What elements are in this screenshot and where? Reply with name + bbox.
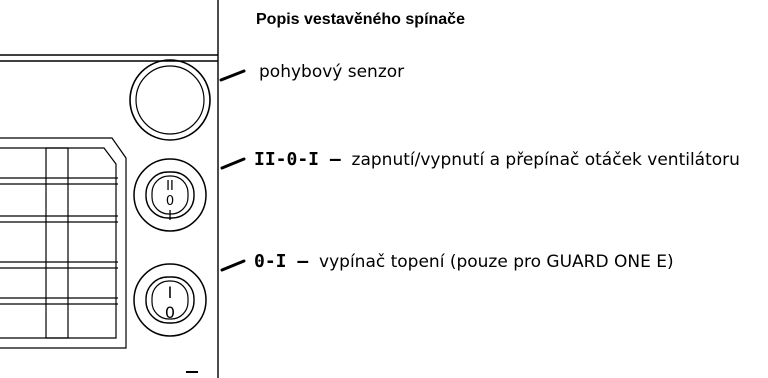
callout-fan-switch-dash: – bbox=[319, 149, 352, 170]
callout-motion-sensor-text: pohybový senzor bbox=[259, 62, 405, 82]
leader-fan bbox=[220, 157, 246, 170]
heater-switch-mark-bottom: 0 bbox=[165, 303, 175, 322]
fan-switch-mark-bottom: I bbox=[168, 209, 172, 224]
leader-sensor bbox=[219, 69, 246, 82]
leader-heat bbox=[220, 259, 246, 272]
callout-heater-switch-dash: – bbox=[286, 251, 320, 272]
diagram-title: Popis vestavěného spínače bbox=[256, 11, 465, 28]
leader-lines bbox=[219, 69, 246, 272]
callout-heater-switch-code: 0-I bbox=[254, 251, 287, 272]
fan-switch-mark-top: II bbox=[166, 179, 174, 194]
callout-fan-switch: II-0-I – zapnutí/vypnutí a přepínač otáč… bbox=[254, 149, 740, 171]
housing-outline bbox=[0, 0, 219, 378]
callout-motion-sensor: pohybový senzor bbox=[259, 62, 404, 82]
heater-switch-mark-top: I bbox=[168, 283, 173, 302]
fan-switch-mark-middle: 0 bbox=[166, 194, 174, 209]
motion-sensor bbox=[129, 59, 211, 141]
heater-switch bbox=[133, 263, 207, 337]
callout-heater-switch: 0-I – vypínač topení (pouze pro GUARD ON… bbox=[254, 251, 674, 273]
callout-fan-switch-code: II-0-I bbox=[254, 149, 320, 170]
heater-grille bbox=[0, 137, 127, 349]
callout-heater-switch-text: vypínač topení (pouze pro GUARD ONE E) bbox=[319, 252, 674, 272]
callout-fan-switch-text: zapnutí/vypnutí a přepínač otáček ventil… bbox=[351, 150, 740, 170]
fan-switch bbox=[133, 158, 207, 232]
